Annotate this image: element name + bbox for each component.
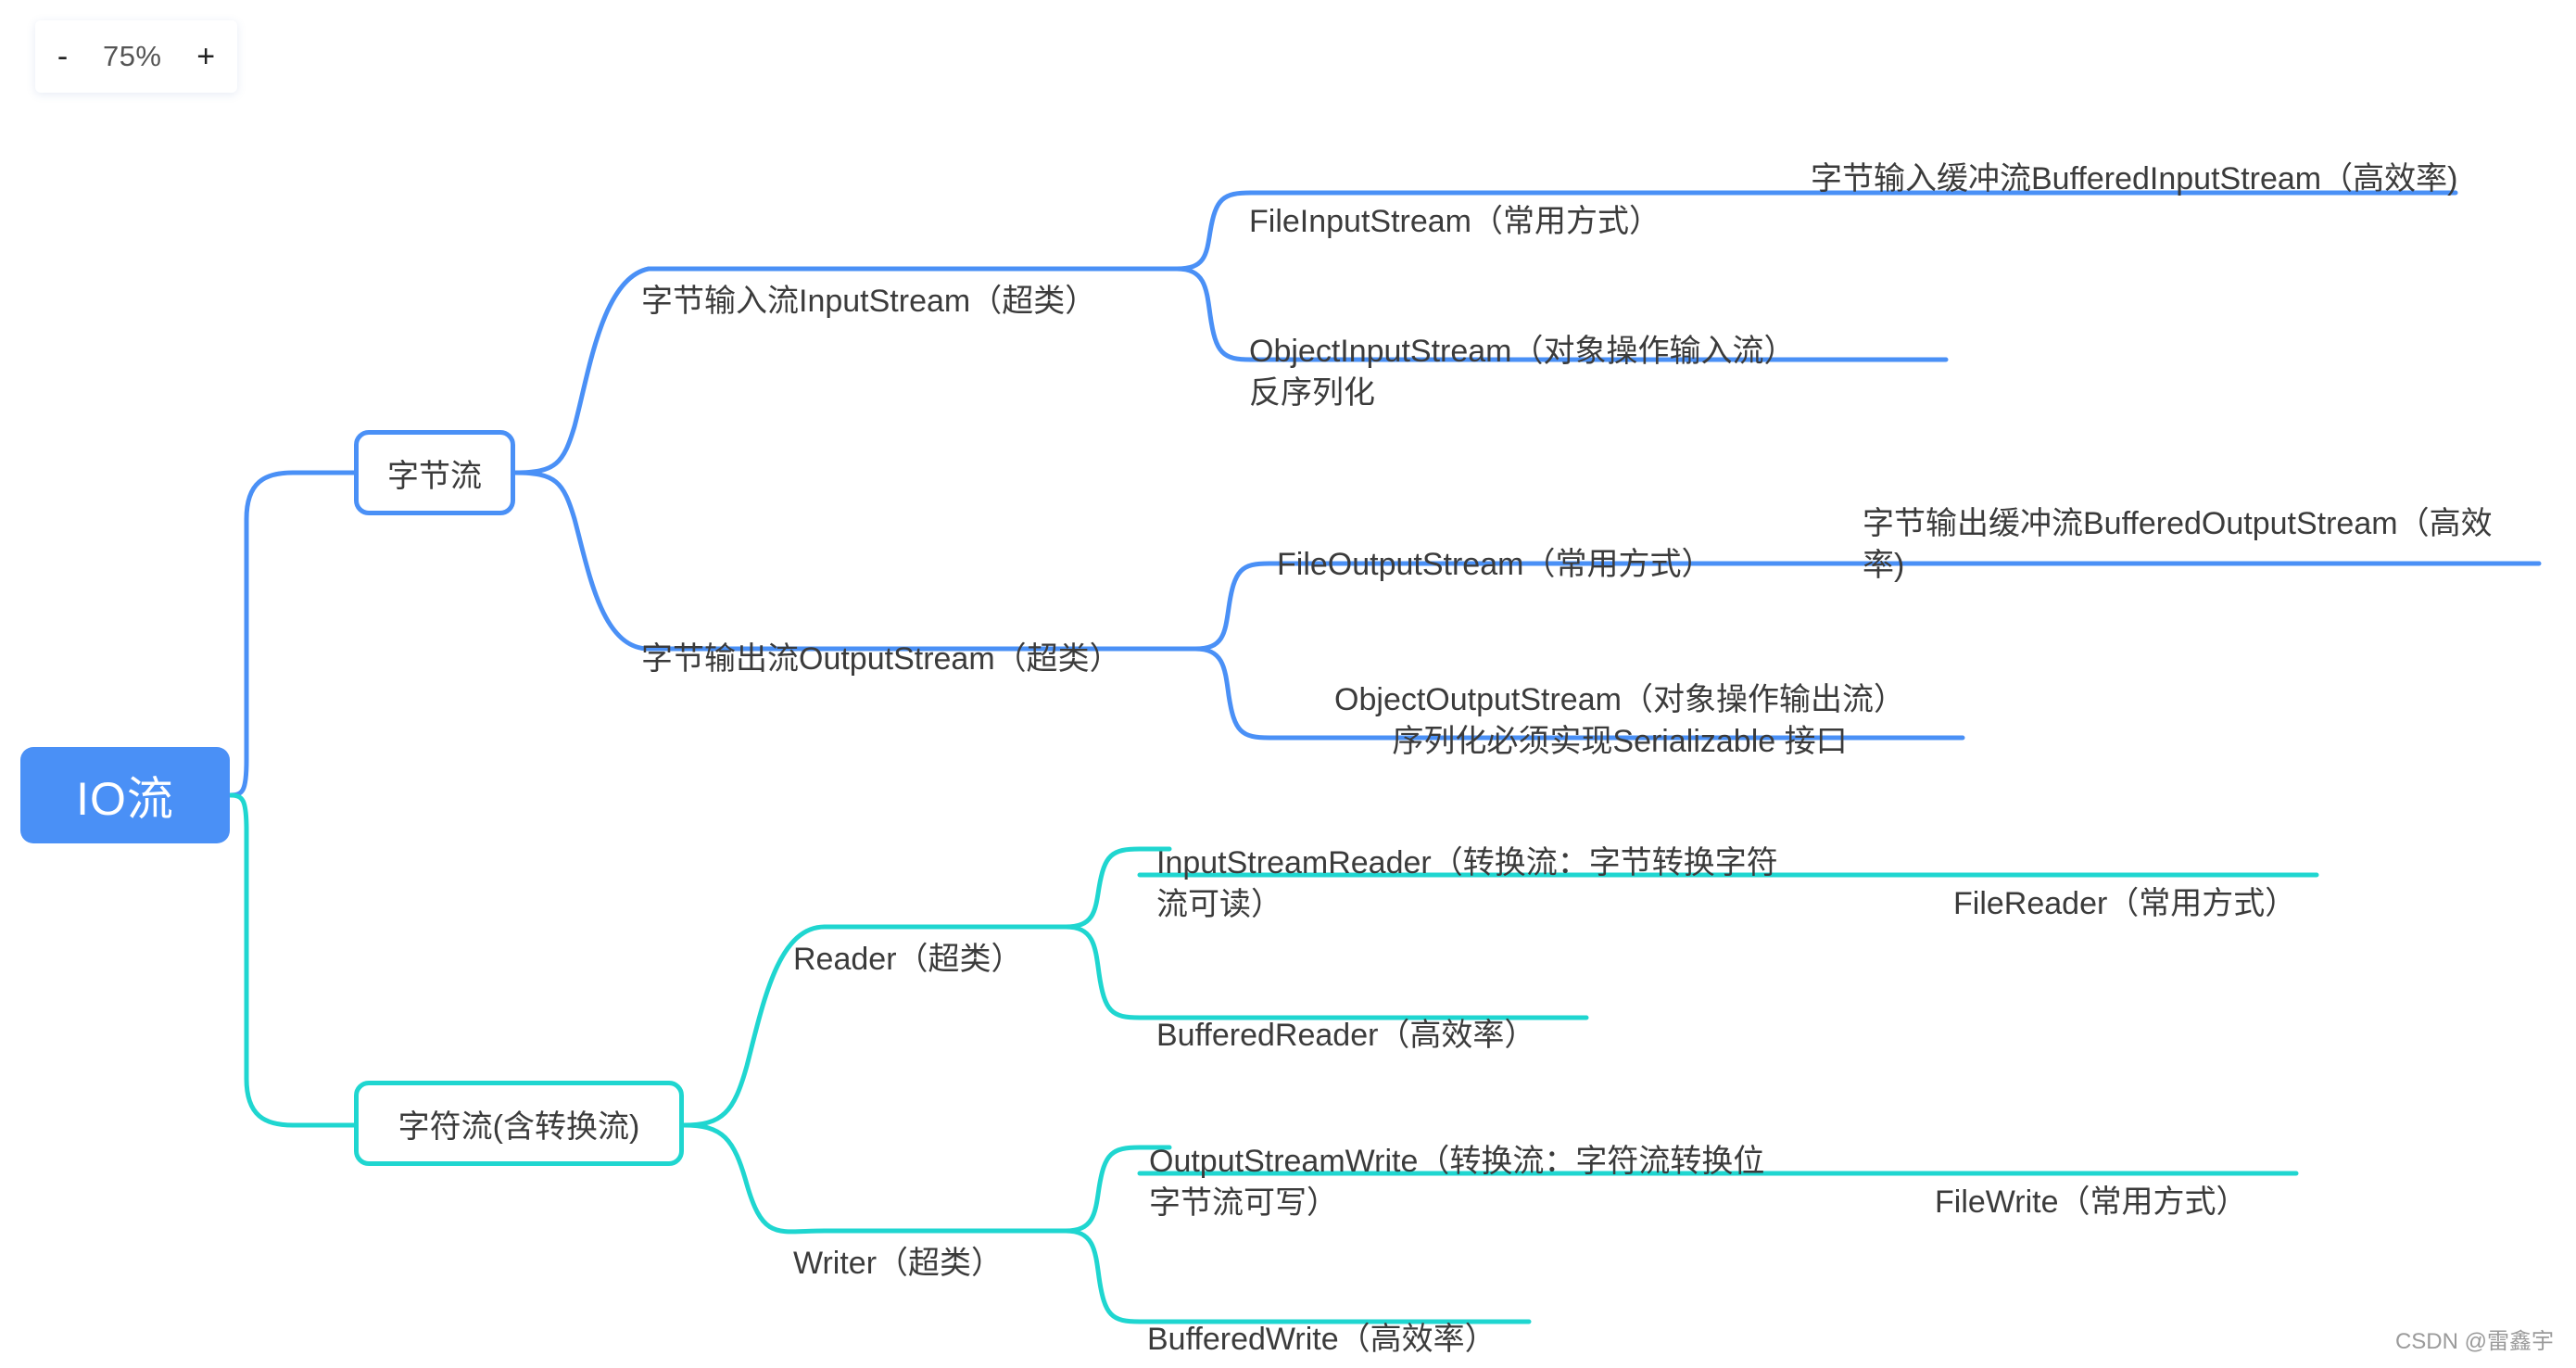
watermark: CSDN @雷鑫宇 [2394,1329,2554,1354]
node-buffered-write[interactable]: BufferedWrite（高效率） [1147,1277,1496,1361]
node-object-input-stream-label: ObjectInputStream（对象操作输入流） 反序列化 [1249,333,1796,411]
node-object-output-stream[interactable]: ObjectOutputStream（对象操作输出流） 序列化必须实现Seria… [1277,638,1963,763]
branch-node-char-stream-label: 字符流(含转换流) [398,1108,640,1145]
zoom-level-value: 75% [102,40,162,72]
node-output-stream-label: 字节输出流OutputStream（超类） [641,640,1121,677]
node-buffered-input-stream-label: 字节输入缓冲流BufferedInputStream（高效率) [1811,160,2458,196]
node-object-output-stream-label: ObjectOutputStream（对象操作输出流） 序列化必须实现Seria… [1334,681,1905,759]
zoom-out-button[interactable]: - [57,39,69,74]
node-input-stream-reader[interactable]: InputStreamReader（转换流：字节转换字符 流可读） [1156,801,1805,926]
root-node-label: IO流 [76,773,174,825]
node-input-stream-reader-label: InputStreamReader（转换流：字节转换字符 流可读） [1156,844,1778,922]
node-file-reader[interactable]: FileReader（常用方式） [1953,842,2296,925]
node-file-write[interactable]: FileWrite（常用方式） [1935,1140,2248,1223]
node-file-write-label: FileWrite（常用方式） [1935,1184,2248,1220]
zoom-in-button[interactable]: + [196,39,216,74]
node-input-stream-label: 字节输入流InputStream（超类） [641,283,1097,319]
node-writer[interactable]: Writer（超类） [793,1201,1003,1285]
zoom-control[interactable]: - 75% + [35,20,237,93]
branch-node-byte-stream[interactable]: 字节流 [354,430,515,515]
node-file-output-stream-label: FileOutputStream（常用方式） [1277,546,1713,582]
node-output-stream-write[interactable]: OutputStreamWrite（转换流：字符流转换位 字节流可写） [1149,1099,1798,1224]
branch-node-char-stream[interactable]: 字符流(含转换流) [354,1081,684,1166]
node-file-output-stream[interactable]: FileOutputStream（常用方式） [1277,502,1712,586]
node-buffered-output-stream-label: 字节输出缓冲流BufferedOutputStream（高效率) [1863,505,2493,583]
node-file-reader-label: FileReader（常用方式） [1953,885,2297,921]
node-buffered-write-label: BufferedWrite（高效率） [1147,1321,1496,1357]
node-buffered-reader-label: BufferedReader（高效率） [1156,1017,1536,1053]
node-reader-label: Reader（超类） [793,941,1023,977]
node-output-stream[interactable]: 字节输出流OutputStream（超类） [641,597,1121,680]
node-writer-label: Writer（超类） [793,1245,1004,1281]
node-reader[interactable]: Reader（超类） [793,897,1023,981]
node-buffered-output-stream[interactable]: 字节输出缓冲流BufferedOutputStream（高效率) [1863,462,2530,587]
node-buffered-input-stream[interactable]: 字节输入缓冲流BufferedInputStream（高效率) [1811,117,2459,200]
node-buffered-reader[interactable]: BufferedReader（高效率） [1156,973,1535,1057]
node-input-stream[interactable]: 字节输入流InputStream（超类） [641,239,1096,323]
node-object-input-stream[interactable]: ObjectInputStream（对象操作输入流） 反序列化 [1249,289,1916,414]
node-output-stream-write-label: OutputStreamWrite（转换流：字符流转换位 字节流可写） [1149,1143,1765,1221]
root-node-io-stream[interactable]: IO流 [20,747,230,843]
branch-node-byte-stream-label: 字节流 [387,458,482,494]
node-file-input-stream-label: FileInputStream（常用方式） [1249,203,1661,239]
node-file-input-stream[interactable]: FileInputStream（常用方式） [1249,159,1661,243]
